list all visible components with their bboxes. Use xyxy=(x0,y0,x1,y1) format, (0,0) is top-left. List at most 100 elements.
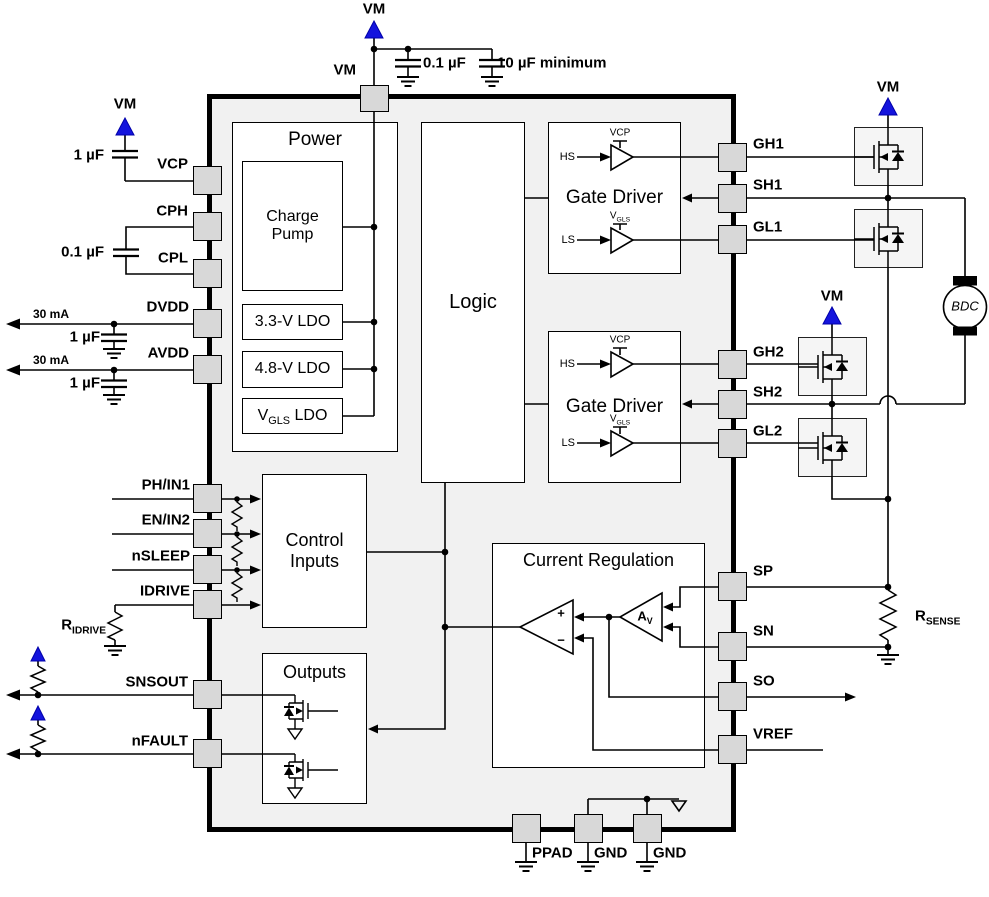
pin-idrive xyxy=(193,590,222,619)
pin-sp xyxy=(718,572,747,601)
comparator-plus-label: + xyxy=(557,605,565,621)
gd2-vcp-label: VCP xyxy=(609,334,631,346)
logic-block: Logic xyxy=(421,122,525,483)
pin-vm xyxy=(360,85,389,112)
pin-avdd xyxy=(193,355,222,384)
pin-sh1 xyxy=(718,184,747,213)
avdd-cap-label: 1 µF xyxy=(69,374,100,392)
power-title: Power xyxy=(288,129,342,150)
pin-label-so: SO xyxy=(753,672,775,690)
capacitor-icon xyxy=(393,58,423,68)
pin-label-gnd-1: GND xyxy=(594,844,628,862)
pin-label-gh2: GH2 xyxy=(753,343,784,361)
capacitor-icon xyxy=(99,333,129,343)
vm-supply-label: VM xyxy=(876,78,900,96)
sense-amp-gain-label: AV xyxy=(637,608,653,627)
pin-label-ppad: PPAD xyxy=(532,844,573,862)
vm-supply-arrow-icon xyxy=(822,306,842,325)
pin-vcp xyxy=(193,166,222,195)
r-idrive-resistor-icon xyxy=(106,611,124,641)
pin-label-snsout: SNSOUT xyxy=(125,673,188,691)
dvdd-current-label: 30 mA xyxy=(32,307,70,321)
pin-snsout xyxy=(193,680,222,709)
gd2-vgls-label: VGLS xyxy=(609,413,631,427)
ldo-33-block: 3.3-V LDO xyxy=(242,304,343,340)
pin-label-nsleep: nSLEEP xyxy=(131,547,190,565)
ground-icon xyxy=(102,394,126,405)
vm-supply-label: VM xyxy=(113,95,137,113)
vcp-cap-label: 1 µF xyxy=(73,146,104,164)
capacitor-icon xyxy=(99,379,129,389)
gate-driver-1-block: Gate Driver xyxy=(548,122,681,274)
fet-box-ls1 xyxy=(854,209,923,268)
current-regulation-title: Current Regulation xyxy=(522,550,675,570)
ground-icon xyxy=(635,861,659,872)
pin-label-gl2: GL2 xyxy=(753,422,783,440)
fet-box-ls2 xyxy=(798,418,867,477)
pin-ppad xyxy=(512,814,541,843)
ground-icon xyxy=(480,76,504,87)
pin-cpl xyxy=(193,259,222,288)
bulk-cap-large-label: 10 µF minimum xyxy=(497,54,607,72)
control-inputs-title: Control Inputs xyxy=(285,530,344,571)
pin-dvdd xyxy=(193,309,222,338)
flying-cap-label: 0.1 µF xyxy=(61,243,104,261)
pin-cph xyxy=(193,212,222,241)
gd1-hs-label: HS xyxy=(559,151,575,163)
gate-driver-1-title: Gate Driver xyxy=(565,187,664,209)
vm-supply-arrow-icon xyxy=(364,20,384,39)
pin-label-sn: SN xyxy=(753,622,774,640)
vm-supply-label: VM xyxy=(820,287,844,305)
charge-pump-title: Charge Pump xyxy=(266,207,319,243)
pin-nsleep xyxy=(193,555,222,584)
vm-supply-arrow-icon xyxy=(115,117,135,136)
gd2-ls-label: LS xyxy=(561,437,575,449)
pin-label-ph-in1: PH/IN1 xyxy=(141,476,190,494)
pin-label-sp: SP xyxy=(753,562,774,580)
ground-icon xyxy=(876,654,900,665)
outputs-title: Outputs xyxy=(282,662,347,682)
pin-label-cph: CPH xyxy=(156,202,188,220)
pin-label-vcp: VCP xyxy=(157,155,188,173)
ldo-33-title: 3.3-V LDO xyxy=(254,312,331,330)
vm-supply-arrow-icon xyxy=(878,97,898,116)
pin-label-vm: VM xyxy=(333,61,357,79)
capacitor-icon xyxy=(110,149,140,159)
gd1-vgls-label: VGLS xyxy=(609,210,631,224)
pin-sh2 xyxy=(718,390,747,419)
gate-driver-2-block: Gate Driver xyxy=(548,331,681,483)
gd1-ls-label: LS xyxy=(561,234,575,246)
r-idrive-label: RIDRIVE xyxy=(61,616,106,637)
ldo-vgls-title: VGLS LDO xyxy=(257,406,328,427)
vm-supply-label: VM xyxy=(362,0,386,18)
pin-gl1 xyxy=(718,225,747,254)
pin-label-vref: VREF xyxy=(753,725,794,743)
ground-icon xyxy=(102,348,126,359)
pin-vref xyxy=(718,735,747,764)
logic-title: Logic xyxy=(449,291,497,313)
ldo-vgls-block: VGLS LDO xyxy=(242,398,343,434)
ldo-48-title: 4.8-V LDO xyxy=(254,360,331,378)
pin-label-gh1: GH1 xyxy=(753,135,784,153)
ldo-48-block: 4.8-V LDO xyxy=(242,351,343,388)
avdd-current-label: 30 mA xyxy=(32,353,70,367)
pin-nfault xyxy=(193,739,222,768)
capacitor-icon xyxy=(111,248,141,258)
pullup-supply-arrow-icon xyxy=(30,646,46,662)
outputs-block: Outputs xyxy=(262,653,367,804)
pin-label-avdd: AVDD xyxy=(147,344,189,362)
fet-box-hs2 xyxy=(798,337,867,396)
pin-ph-in1 xyxy=(193,484,222,513)
pin-label-en-in2: EN/IN2 xyxy=(141,511,190,529)
pin-en-in2 xyxy=(193,519,222,548)
pin-so xyxy=(718,682,747,711)
pin-gh2 xyxy=(718,350,747,379)
current-regulation-block: Current Regulation xyxy=(492,543,705,768)
pin-label-idrive: IDRIVE xyxy=(139,582,190,600)
bulk-cap-small-label: 0.1 µF xyxy=(423,54,466,72)
fet-box-hs1 xyxy=(854,127,923,186)
pin-label-cpl: CPL xyxy=(158,249,188,267)
pin-gnd-1 xyxy=(574,814,603,843)
pin-label-gl1: GL1 xyxy=(753,218,783,236)
